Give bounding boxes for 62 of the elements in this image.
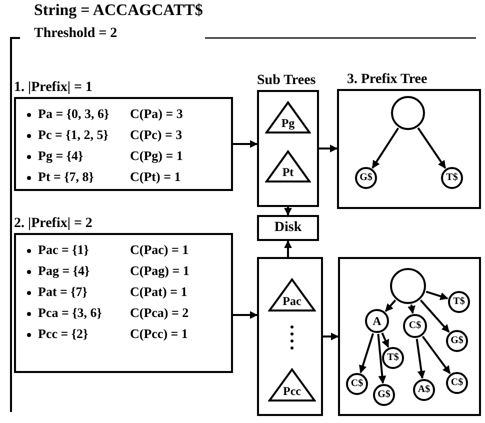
tree-node-circle: C$ (346, 373, 368, 395)
panel-box (338, 257, 481, 416)
set-text: Pcc = {2} (26, 325, 130, 343)
set-text: Pat = {7} (26, 283, 130, 301)
arrow (319, 144, 338, 152)
diagram-title: String = ACCAGCATT$ (34, 2, 203, 20)
arrow (422, 336, 451, 374)
panel-box (257, 257, 323, 416)
tree-node-circle: T$ (382, 347, 404, 369)
arrow (377, 334, 386, 384)
arrow (384, 300, 396, 312)
count-text: C(Pca) = 2 (130, 304, 190, 322)
panel-heading: Sub Trees (257, 73, 316, 89)
subtree-triangle: Pac (268, 278, 316, 312)
count-text: C(Pa) = 3 (130, 105, 184, 123)
tree-node-circle (391, 96, 425, 130)
count-text: C(Pac) = 1 (130, 241, 190, 259)
subtree-triangle: Pt (265, 150, 311, 183)
tree-node-circle: C$ (446, 372, 468, 394)
arrow (426, 290, 448, 300)
count-text: C(Pt) = 1 (130, 168, 182, 186)
parameter-label: Threshold = 2 (34, 26, 118, 42)
set-text: Pa = {0, 3, 6} (26, 105, 130, 123)
tree-node-circle (390, 268, 426, 304)
tree-node-circle: A (365, 309, 389, 333)
arrow (233, 140, 258, 148)
count-text: C(Pc) = 3 (130, 126, 184, 144)
section-heading: 1. |Prefix| = 1 (14, 80, 92, 96)
subtree-triangle: Pcc (268, 368, 316, 402)
count-text: C(Pg) = 1 (130, 147, 184, 165)
storage-box (257, 215, 319, 241)
tree-node-circle: C$ (403, 314, 427, 338)
arrow (416, 338, 426, 379)
arrow (381, 332, 390, 348)
arrow (233, 311, 258, 319)
tree-node-circle: T$ (441, 167, 463, 189)
section-heading: 2. |Prefix| = 2 (14, 216, 92, 232)
tree-node-circle: A$ (413, 379, 435, 401)
tree-node-circle: G$ (355, 167, 377, 189)
set-text: Pg = {4} (26, 147, 130, 165)
arrow (417, 127, 446, 169)
set-text: Pc = {1, 2, 5} (26, 126, 130, 144)
arrow (408, 304, 416, 314)
count-text: C(Pag) = 1 (130, 262, 190, 280)
set-text: Pt = {7, 8} (26, 168, 130, 186)
subtree-triangle: Pg (265, 101, 311, 134)
set-text: Pca = {3, 6} (26, 304, 130, 322)
arrow (284, 207, 292, 216)
storage-label: Disk (274, 220, 302, 236)
panel-heading: 3. Prefix Tree (347, 72, 428, 88)
arrow (359, 333, 374, 374)
arrow (420, 300, 450, 333)
set-text: Pag = {4} (26, 262, 130, 280)
arrow (323, 332, 339, 340)
tree-node-circle: T$ (448, 291, 470, 313)
count-text: C(Pcc) = 1 (130, 325, 189, 343)
arrow (284, 240, 292, 257)
count-text: C(Pat) = 1 (130, 283, 188, 301)
set-text: Pac = {1} (26, 241, 130, 259)
tree-node-circle: G$ (446, 330, 468, 352)
arrow (372, 128, 400, 169)
tree-node-circle: G$ (373, 384, 395, 406)
